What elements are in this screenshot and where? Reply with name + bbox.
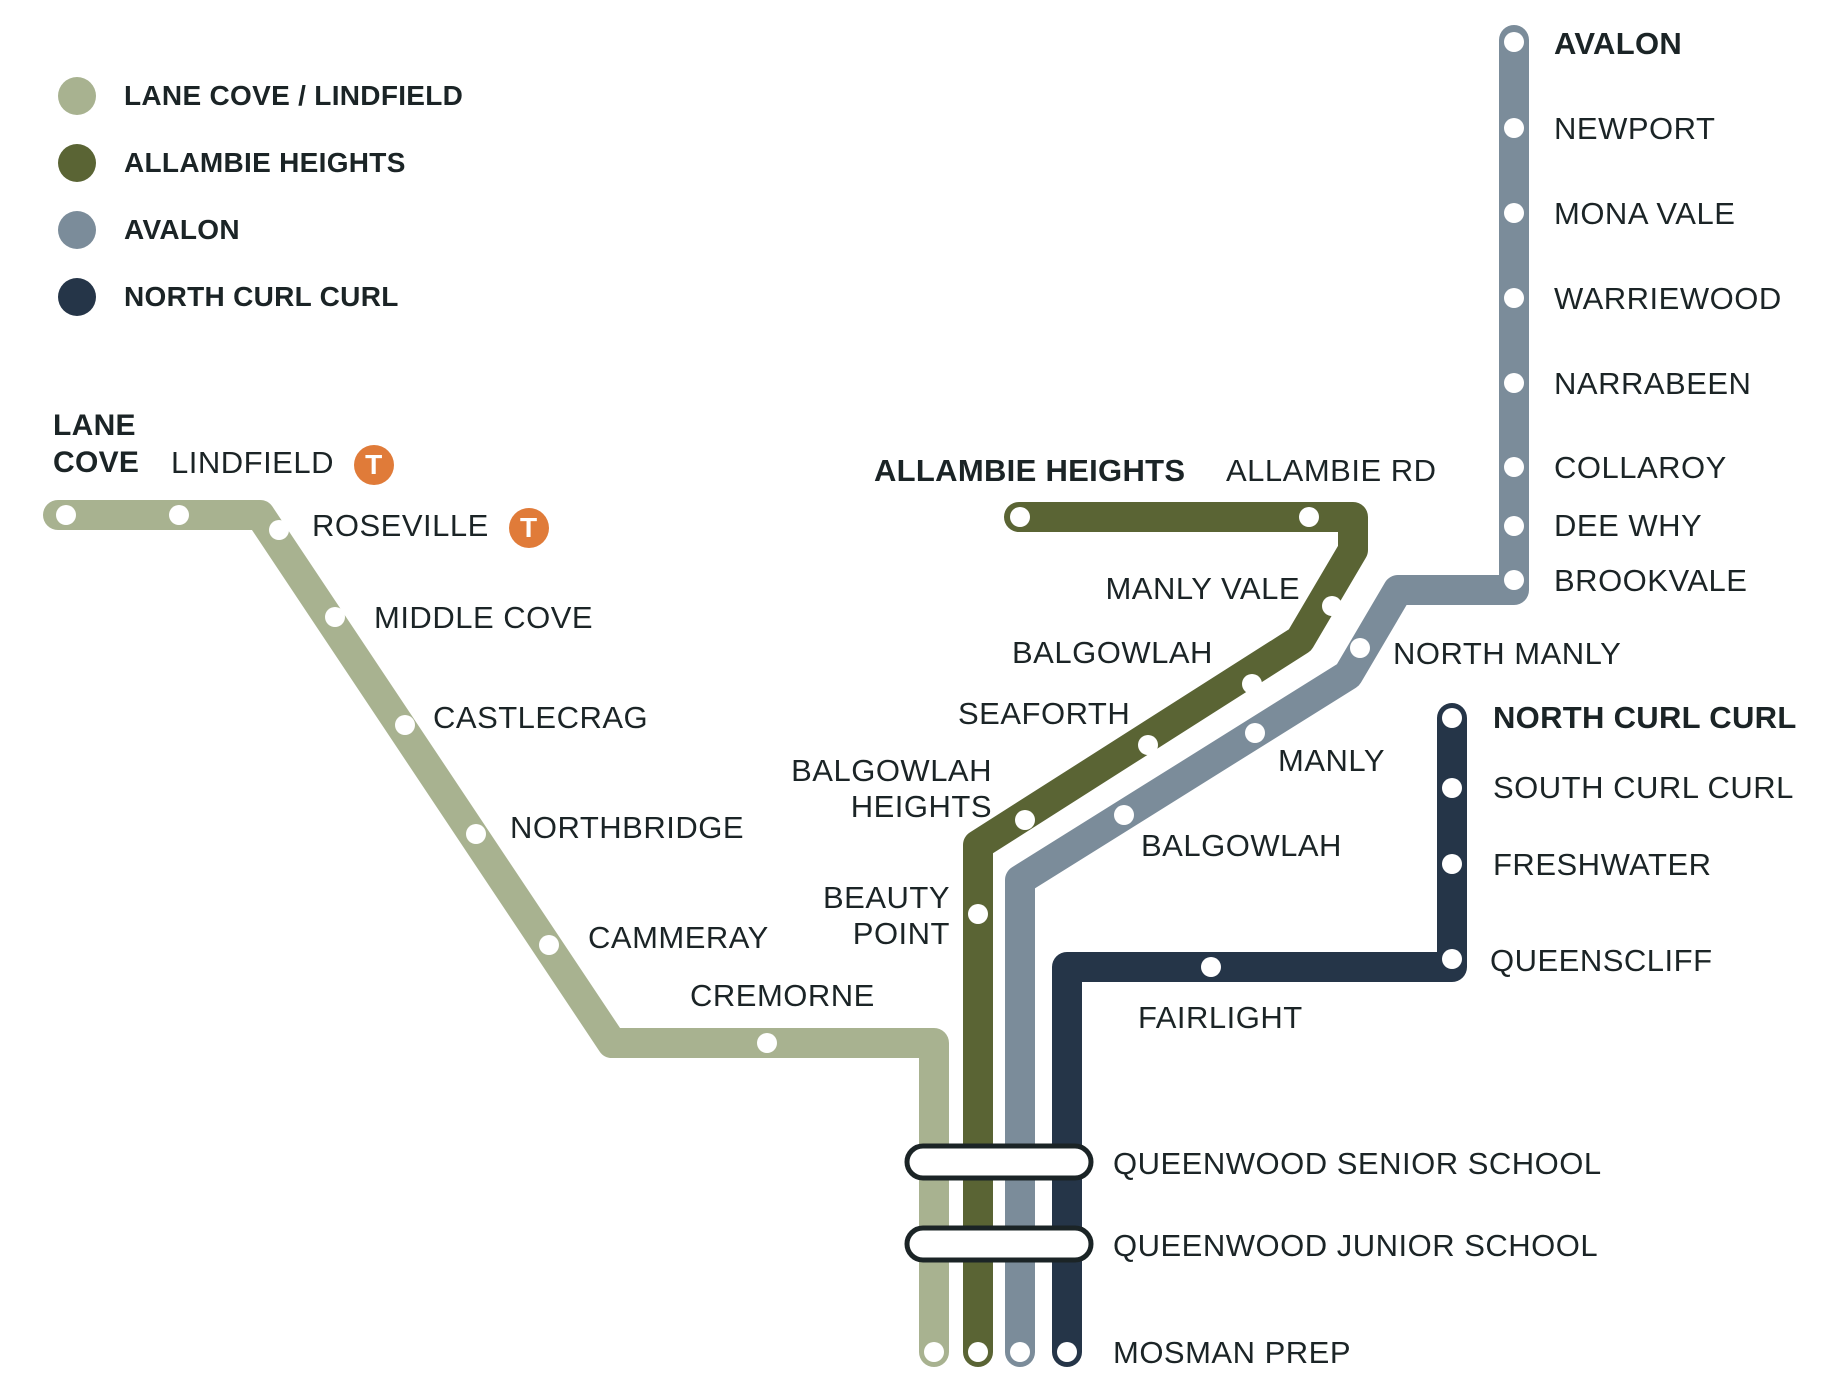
- legend: LANE COVE / LINDFIELD ALLAMBIE HEIGHTS A…: [58, 62, 463, 330]
- label-lindfield: LINDFIELD T: [171, 445, 394, 485]
- label-newport: NEWPORT: [1554, 111, 1716, 146]
- station-stop-balgowlah[interactable]: [1242, 674, 1262, 694]
- label-brookvale: BROOKVALE: [1554, 563, 1748, 598]
- station-stop-avalon[interactable]: [1504, 32, 1524, 52]
- station-stop-castlecrag[interactable]: [395, 715, 415, 735]
- label-mona-vale: MONA VALE: [1554, 196, 1736, 231]
- station-stop-allambie-heights[interactable]: [1010, 507, 1030, 527]
- label-allambie-heights: ALLAMBIE HEIGHTS: [874, 453, 1186, 488]
- label-balgowlah-heights-1: BALGOWLAH: [791, 753, 992, 788]
- station-stop-mosman-prep[interactable]: [1057, 1342, 1077, 1362]
- label-queenscliff: QUEENSCLIFF: [1490, 943, 1713, 978]
- legend-dot-icon: [58, 277, 96, 316]
- label-roseville: ROSEVILLE T: [312, 508, 549, 548]
- station-stop-north-curl-curl[interactable]: [1442, 708, 1462, 728]
- route-line-lane-cove[interactable]: [43, 500, 949, 1367]
- label-allambie-rd: ALLAMBIE RD: [1226, 453, 1437, 488]
- station-stop-queenscliff[interactable]: [1442, 949, 1462, 969]
- legend-dot-icon: [58, 76, 96, 115]
- label-lane-cove-2: COVE: [53, 446, 140, 479]
- label-south-curl-curl: SOUTH CURL CURL: [1493, 770, 1794, 805]
- station-stop-seaforth[interactable]: [1138, 735, 1158, 755]
- label-balgowlah-heights-2: HEIGHTS: [850, 789, 992, 824]
- station-stop-roseville[interactable]: [269, 520, 289, 540]
- interchanges: [904, 1143, 1094, 1263]
- label-balgowlah-avalon: BALGOWLAH: [1141, 828, 1342, 863]
- label-mosman-prep: MOSMAN PREP: [1113, 1335, 1352, 1370]
- label-lane-cove-1: LANE: [53, 409, 136, 442]
- station-stop-northbridge[interactable]: [466, 824, 486, 844]
- station-stop-brookvale[interactable]: [1504, 570, 1524, 590]
- station-stop-dee-why[interactable]: [1504, 516, 1524, 536]
- station-stop-mosman-prep[interactable]: [968, 1342, 988, 1362]
- station-stop-balgowlah[interactable]: [1114, 805, 1134, 825]
- legend-label: LANE COVE / LINDFIELD: [124, 79, 464, 111]
- label-manly: MANLY: [1278, 743, 1386, 778]
- label-beauty-point-2: POINT: [852, 916, 950, 951]
- station-stop-cammeray[interactable]: [539, 935, 559, 955]
- station-stop-balgowlah-heights[interactable]: [1015, 810, 1035, 830]
- label-manly-vale: MANLY VALE: [1105, 571, 1300, 606]
- legend-label: NORTH CURL CURL: [124, 280, 399, 312]
- label-avalon: AVALON: [1554, 26, 1683, 61]
- interchange-queenwood-junior[interactable]: [904, 1225, 1094, 1263]
- station-stop-middle-cove[interactable]: [325, 607, 345, 627]
- label-beauty-point-1: BEAUTY: [822, 880, 950, 915]
- station-stop-narrabeen[interactable]: [1504, 373, 1524, 393]
- label-cremorne: CREMORNE: [690, 978, 875, 1013]
- label-dee-why: DEE WHY: [1554, 508, 1703, 543]
- legend-dot-icon: [58, 143, 96, 182]
- station-stop-mosman-prep[interactable]: [924, 1342, 944, 1362]
- label-castlecrag: CASTLECRAG: [433, 700, 649, 735]
- station-stop-cremorne[interactable]: [757, 1033, 777, 1053]
- station-stop-south-curl-curl[interactable]: [1442, 778, 1462, 798]
- station-stop-mona-vale[interactable]: [1504, 203, 1524, 223]
- station-stop-manly-vale[interactable]: [1322, 596, 1342, 616]
- label-freshwater: FRESHWATER: [1493, 847, 1712, 882]
- route-line-avalon[interactable]: [1005, 25, 1529, 1367]
- label-warriewood: WARRIEWOOD: [1554, 281, 1782, 316]
- label-fairlight: FAIRLIGHT: [1138, 1000, 1303, 1035]
- label-queenwood-junior: QUEENWOOD JUNIOR SCHOOL: [1113, 1228, 1599, 1263]
- label-narrabeen: NARRABEEN: [1554, 366, 1752, 401]
- station-stop-mosman-prep[interactable]: [1010, 1342, 1030, 1362]
- legend-item-north-curl-curl[interactable]: NORTH CURL CURL: [58, 263, 463, 330]
- label-northbridge: NORTHBRIDGE: [510, 810, 745, 845]
- station-stop-newport[interactable]: [1504, 118, 1524, 138]
- label-middle-cove: MIDDLE COVE: [374, 600, 594, 635]
- station-stop-lindfield[interactable]: [169, 505, 189, 525]
- station-stop-manly[interactable]: [1245, 723, 1265, 743]
- train-icon: T: [508, 508, 549, 548]
- label-roseville-text: ROSEVILLE: [312, 508, 489, 544]
- station-stop-fairlight[interactable]: [1201, 957, 1221, 977]
- legend-item-avalon[interactable]: AVALON: [58, 196, 463, 263]
- station-stop-allambie-rd[interactable]: [1299, 507, 1319, 527]
- train-icon: T: [353, 445, 394, 485]
- station-stop-collaroy[interactable]: [1504, 457, 1524, 477]
- label-cammeray: CAMMERAY: [588, 920, 769, 955]
- label-balgowlah-olive: BALGOWLAH: [1012, 635, 1213, 670]
- label-north-curl-curl: NORTH CURL CURL: [1493, 700, 1797, 735]
- label-seaforth: SEAFORTH: [958, 696, 1131, 731]
- interchange-queenwood-senior[interactable]: [904, 1143, 1094, 1181]
- legend-label: ALLAMBIE HEIGHTS: [124, 146, 406, 178]
- station-stop-freshwater[interactable]: [1442, 854, 1462, 874]
- station-stop-north-manly[interactable]: [1350, 638, 1370, 658]
- legend-item-allambie[interactable]: ALLAMBIE HEIGHTS: [58, 129, 463, 196]
- label-lindfield-text: LINDFIELD: [171, 445, 334, 481]
- station-stop-beauty-point[interactable]: [968, 904, 988, 924]
- legend-label: AVALON: [124, 213, 240, 245]
- station-stop-lane-cove[interactable]: [56, 505, 76, 525]
- route-line-allambie[interactable]: [963, 502, 1368, 1367]
- label-collaroy: COLLAROY: [1554, 450, 1727, 485]
- legend-item-lane-cove[interactable]: LANE COVE / LINDFIELD: [58, 62, 463, 129]
- label-north-manly: NORTH MANLY: [1393, 636, 1622, 671]
- legend-dot-icon: [58, 210, 96, 249]
- label-queenwood-senior: QUEENWOOD SENIOR SCHOOL: [1113, 1146, 1602, 1181]
- station-stop-warriewood[interactable]: [1504, 288, 1524, 308]
- station-stops: [56, 32, 1524, 1362]
